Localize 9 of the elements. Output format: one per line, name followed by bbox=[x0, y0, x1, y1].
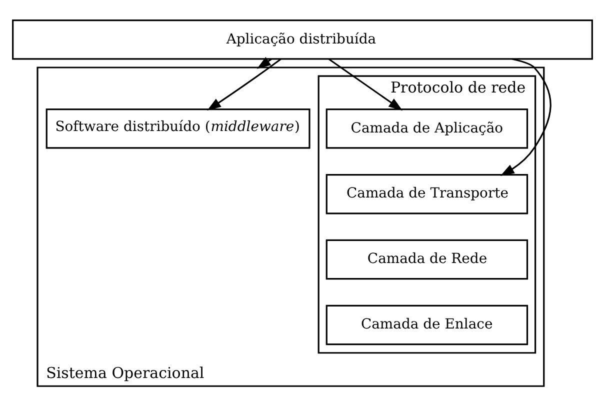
node-box: Camada de Transporte bbox=[326, 173, 528, 214]
arrow bbox=[328, 58, 403, 110]
node-box: Camada de Rede bbox=[326, 238, 528, 280]
node-box: Software distribuído (middleware) bbox=[46, 108, 310, 148]
node-box: Camada de Enlace bbox=[326, 304, 528, 345]
node-box: Camada de Aplicação bbox=[326, 108, 528, 148]
arrow bbox=[207, 58, 282, 110]
arrow bbox=[256, 56, 272, 68]
node-box: Aplicação distribuída bbox=[12, 18, 593, 60]
